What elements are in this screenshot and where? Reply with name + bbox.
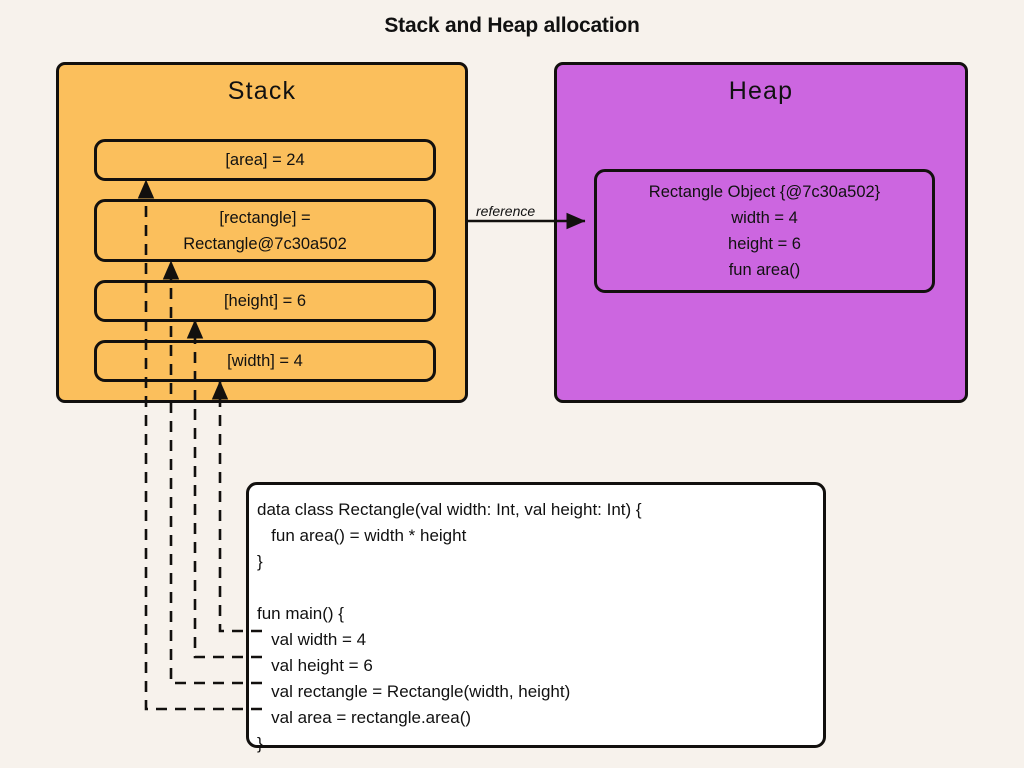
- stack-cell-rectangle-line2: Rectangle@7c30a502: [183, 234, 347, 253]
- stack-cell-area: [area] = 24: [94, 139, 436, 181]
- heap-object-box: Rectangle Object {@7c30a502} width = 4 h…: [594, 169, 935, 293]
- heap-title: Heap: [728, 77, 794, 105]
- stack-cell-width-line1: [width] = 4: [227, 352, 303, 370]
- stack-cell-rectangle: [rectangle] = Rectangle@7c30a502: [94, 199, 436, 262]
- reference-arrow-label: reference: [476, 203, 536, 219]
- stack-cell-width: [width] = 4: [94, 340, 436, 382]
- stack-cell-height-line1: [height] = 6: [223, 292, 307, 310]
- stack-cell-height: [height] = 6: [94, 280, 436, 322]
- heap-object-header: Rectangle Object {@7c30a502}: [648, 183, 881, 201]
- stack-title: Stack: [227, 77, 297, 105]
- heap-object-field-area: fun area(): [728, 261, 801, 279]
- stack-cell-area-line1: [area] = 24: [225, 151, 305, 169]
- stack-region: Stack [area] = 24 [rectangle] = Rectangl…: [56, 62, 468, 403]
- heap-object-field-width: width = 4: [731, 209, 798, 227]
- heap-region: Heap Rectangle Object {@7c30a502} width …: [554, 62, 968, 403]
- heap-object-field-height: height = 6: [728, 235, 801, 253]
- code-box: data class Rectangle(val width: Int, val…: [246, 482, 826, 753]
- stack-cell-rectangle-line1: [rectangle] =: [219, 208, 311, 227]
- code-listing: data class Rectangle(val width: Int, val…: [257, 500, 642, 753]
- page-title: Stack and Heap allocation: [384, 14, 640, 37]
